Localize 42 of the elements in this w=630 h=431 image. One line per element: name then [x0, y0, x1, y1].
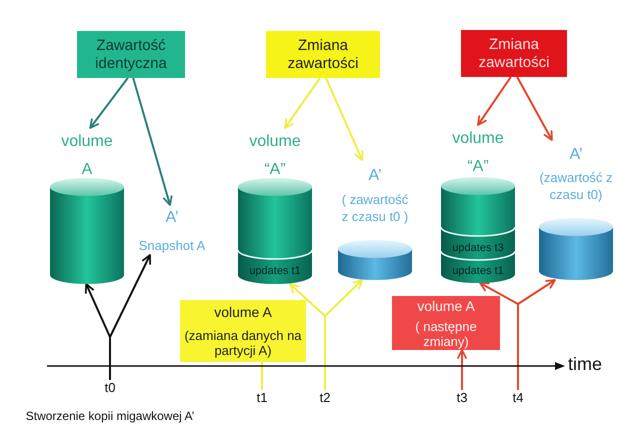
snapshot-caption: ( zawartość z czasu t0 )	[340, 191, 410, 225]
note-title: volume A	[213, 304, 273, 321]
snapshot-name: A’	[164, 208, 180, 228]
segment-label: updates t3	[451, 242, 505, 254]
arrow	[132, 78, 173, 206]
volume-name: volume “A”	[248, 132, 302, 180]
heading-box	[266, 31, 380, 78]
volume-name: volume A	[60, 132, 114, 180]
arrow	[457, 349, 467, 390]
arrow	[284, 77, 321, 129]
note-box	[392, 296, 500, 350]
time-point: t0	[104, 380, 116, 395]
heading-box	[461, 30, 567, 77]
snapshot-caption: Snapshot A	[138, 238, 206, 254]
heading-text: Zmiana zawartości	[286, 36, 360, 72]
arrow	[516, 76, 553, 141]
heading-box	[77, 31, 185, 78]
note-box	[180, 300, 306, 362]
volume-name: volume “A”	[451, 129, 505, 177]
snapshot-name: A’	[568, 145, 584, 165]
heading-text: Zawartość identyczna	[94, 36, 168, 72]
snapshot-name: A’	[367, 166, 383, 186]
note-title: volume A	[416, 298, 476, 314]
axis-label: time	[568, 353, 602, 375]
arrow	[89, 77, 129, 129]
arrow	[109, 254, 151, 380]
arrow	[324, 279, 363, 390]
segment-label: updates t1	[451, 265, 505, 278]
note-text: (zamiana danych na partycji A)	[183, 328, 303, 358]
note-text: ( następne zmiany)	[414, 318, 478, 348]
time-point: t3	[456, 390, 468, 405]
time-point: t1	[256, 390, 268, 405]
event-caption: Stworzenie kopii migawkowej A’	[24, 409, 196, 423]
time-point: t2	[318, 390, 332, 405]
heading-text: Zmiana zawartości	[478, 36, 550, 72]
arrow	[477, 76, 512, 126]
connector-line	[261, 362, 263, 390]
segment-label: updates t1	[248, 265, 302, 278]
arrow	[517, 279, 556, 390]
time-point: t4	[512, 390, 524, 405]
snapshot-caption: (zawartość z czasu t0)	[538, 169, 614, 203]
arrow	[325, 78, 364, 161]
